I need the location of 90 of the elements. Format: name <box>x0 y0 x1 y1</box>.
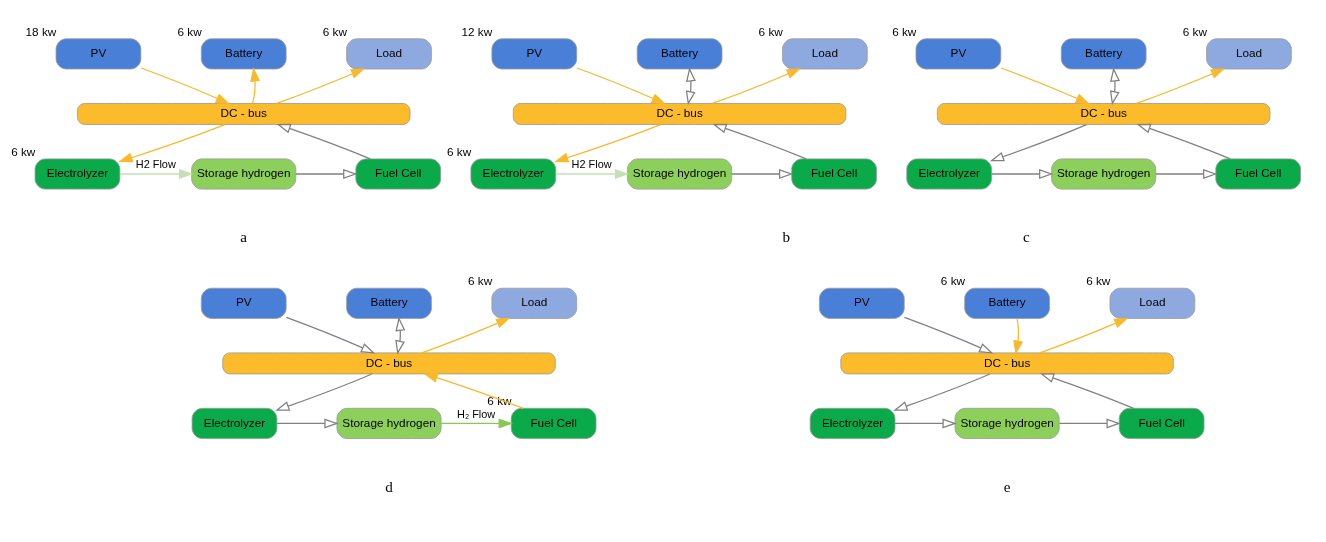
arrow <box>554 123 662 163</box>
arrow <box>991 169 1054 179</box>
edge-label: H₂ Flow <box>457 407 496 420</box>
node-box: PV <box>915 38 1002 70</box>
arrow <box>903 316 994 354</box>
node-box: DC - bus <box>937 103 1271 125</box>
arrow <box>555 169 630 179</box>
arrow <box>1135 68 1226 105</box>
arrow <box>1039 317 1129 354</box>
node-box: Load <box>346 38 432 70</box>
arrow <box>1109 67 1120 106</box>
node-box: DC - bus <box>512 103 847 125</box>
arrow <box>1136 123 1231 160</box>
arrow <box>1058 418 1121 429</box>
node-box: DC - bus <box>77 103 411 125</box>
node-box: Fuel Cell <box>1215 158 1302 190</box>
node-box: DC - bus <box>840 352 1174 375</box>
arrow <box>285 316 376 354</box>
arrow <box>731 169 794 179</box>
node-label: 6 kw <box>468 274 493 288</box>
node-box: Electrolyzer <box>470 158 557 190</box>
node-label: 18 kw <box>25 24 57 38</box>
node-box: Electrolyzer <box>34 158 121 190</box>
arrow <box>1013 317 1024 355</box>
node-box: DC - bus <box>222 352 556 375</box>
node-label: 6 kw <box>892 24 917 38</box>
node-box: Fuel Cell <box>355 158 442 190</box>
node-box: Electrolyzer <box>809 407 896 439</box>
node-label: 6 kw <box>940 274 966 288</box>
node-box: Fuel Cell <box>510 407 597 439</box>
label: b <box>782 229 791 246</box>
node-box: PV <box>819 287 905 319</box>
node-label: 6 kw <box>1182 24 1207 38</box>
node-box: Battery <box>1060 38 1147 70</box>
label: e <box>1003 478 1011 495</box>
node-box: Load <box>491 287 578 319</box>
arrow <box>685 67 696 106</box>
arrow <box>711 68 801 105</box>
node-box: Electrolyzer <box>191 407 278 439</box>
node-label: 6 kw <box>11 144 36 158</box>
arrow <box>440 418 513 429</box>
arrow <box>276 123 371 160</box>
node-box: Load <box>782 38 868 70</box>
arrow <box>712 123 807 160</box>
node-box: Storage hydrogen <box>954 407 1060 439</box>
arrow <box>275 373 373 411</box>
arrow <box>119 169 194 179</box>
arrow <box>140 67 230 105</box>
arrow <box>118 123 226 163</box>
arrow <box>576 67 666 105</box>
node-box: PV <box>200 287 287 319</box>
arrow <box>1000 67 1090 105</box>
label: a <box>240 229 248 246</box>
node-label: 12 kw <box>461 24 493 38</box>
label: c <box>1023 229 1030 246</box>
node-box: Battery <box>346 287 432 319</box>
node-label: 6 kw <box>758 24 783 38</box>
edge-label: H2 Flow <box>571 158 612 171</box>
node-label: 6 kw <box>322 24 347 38</box>
arrow <box>250 67 261 105</box>
node-box: Load <box>1206 38 1292 70</box>
node-box: Battery <box>964 287 1050 319</box>
arrow <box>423 373 524 409</box>
node-box: Battery <box>636 38 723 70</box>
node-label: 6 kw <box>1086 274 1111 288</box>
node-label: 6 kw <box>177 24 202 38</box>
arrow <box>421 317 511 354</box>
arrow <box>989 123 1088 162</box>
node-label: 6 kw <box>447 144 472 158</box>
arrow <box>894 418 957 429</box>
node-box: PV <box>491 38 578 70</box>
edge-label: H2 Flow <box>135 158 176 171</box>
node-box: Storage hydrogen <box>191 158 297 190</box>
node-box: Electrolyzer <box>906 158 992 190</box>
label: d <box>385 478 393 495</box>
arrow <box>395 316 406 355</box>
node-box: Load <box>1109 287 1196 319</box>
arrow <box>276 418 339 429</box>
node-box: Fuel Cell <box>791 158 877 190</box>
node-box: Storage hydrogen <box>627 158 733 190</box>
node-box: Storage hydrogen <box>1051 158 1157 190</box>
arrow <box>1155 169 1218 179</box>
arrow <box>295 169 358 179</box>
arrow <box>1039 373 1135 409</box>
node-box: Fuel Cell <box>1118 407 1205 439</box>
arrow <box>275 68 366 105</box>
node-box: Storage hydrogen <box>336 407 442 439</box>
arrow <box>893 373 991 411</box>
node-box: Battery <box>200 38 287 70</box>
node-box: PV <box>55 38 142 70</box>
